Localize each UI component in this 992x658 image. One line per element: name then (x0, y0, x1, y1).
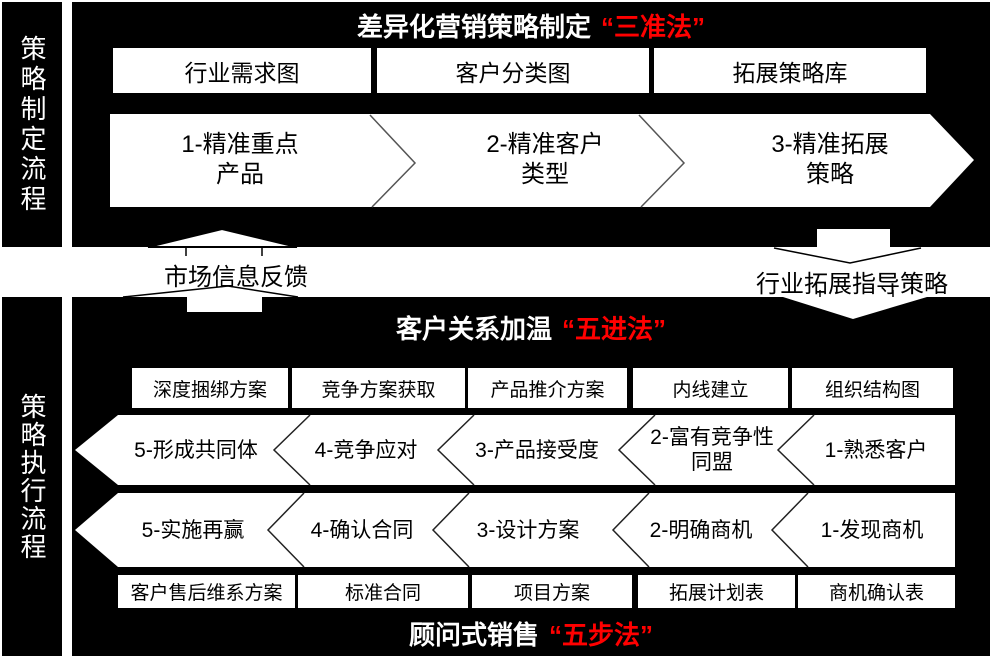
box-customer-classification-map-label: 客户分类图 (455, 59, 571, 86)
box-expansion-plan-table: 拓展计划表 (638, 575, 795, 608)
warm-step-competition-response: 4-竞争应对 (314, 439, 418, 462)
step-precise-key-products: 1-精准重点 产品 (181, 131, 299, 188)
box-customer-classification-map: 客户分类图 (377, 48, 649, 93)
box-opportunity-confirm-table: 商机确认表 (798, 575, 955, 608)
warm-separator-4 (776, 414, 815, 486)
box-standard-contract-label: 标准合同 (344, 583, 421, 604)
warm-step-competitive-alliance: 2-富有竞争性 同盟 (650, 426, 774, 474)
step-precise-customer-types: 2-精准客户 类型 (486, 131, 604, 188)
sale-step-confirm-contract: 4-确认合同 (310, 519, 414, 542)
bottom-title-highlight: “五进法” (562, 314, 667, 344)
top-title-main: 差异化营销策略制定 (356, 12, 591, 42)
sale-step-clarify-opportunity: 2-明确商机 (649, 519, 753, 542)
industry-guidance-label: 行业拓展指导策略 (756, 271, 948, 298)
rail-strategy-making: 策略制定流程 (2, 2, 62, 247)
box-industry-demand-map: 行业需求图 (113, 48, 371, 93)
warm-separator-1 (272, 414, 311, 486)
warm-row-arrow-body (75, 415, 955, 485)
top-panel-title: 差异化营销策略制定 “三准法” (72, 7, 990, 44)
arrow-separator-2 (638, 114, 686, 208)
sale-separator-4 (770, 492, 809, 568)
warm-step-product-acceptance: 3-产品接受度 (475, 439, 599, 462)
rail-strategy-making-label: 策略制定流程 (17, 34, 47, 215)
three-step-arrow-shape (110, 114, 974, 208)
sale-step-implement-rewin: 5-实施再赢 (141, 519, 245, 542)
sale-step-find-opportunity: 1-发现商机 (820, 519, 924, 542)
box-industry-demand-map-label: 行业需求图 (184, 59, 300, 86)
box-competitor-plan-acquisition: 竞争方案获取 (292, 368, 465, 408)
sale-separator-3 (611, 492, 650, 568)
bottom-title-main: 客户关系加温 (395, 314, 552, 344)
box-competitor-plan-acquisition-label: 竞争方案获取 (321, 379, 436, 401)
box-opportunity-confirm-table-label: 商机确认表 (828, 583, 924, 604)
top-panel: 差异化营销策略制定 “三准法” 行业需求图 客户分类图 拓展策略库 1-精准重点 … (72, 2, 990, 247)
sale-separator-2 (431, 492, 470, 568)
arrow-separator-1 (369, 114, 417, 208)
box-project-plan-label: 项目方案 (513, 583, 590, 604)
box-insider-building-label: 内线建立 (672, 379, 749, 401)
box-org-structure-map: 组织结构图 (792, 368, 953, 408)
rail-strategy-execution: 策略执行流程 (2, 297, 62, 656)
box-project-plan: 项目方案 (472, 575, 632, 608)
box-standard-contract: 标准合同 (298, 575, 468, 608)
box-product-promotion-plan-label: 产品推介方案 (490, 379, 605, 401)
right-arrow-body (110, 114, 974, 207)
market-feedback-label: 市场信息反馈 (164, 264, 308, 291)
box-product-promotion-plan: 产品推介方案 (468, 368, 627, 408)
warm-separator-2 (436, 414, 475, 486)
step-precise-expansion-strategy: 3-精准拓展 策略 (771, 131, 889, 188)
box-deep-binding-plan: 深度捆绑方案 (132, 368, 288, 408)
process-arrow-shapes (75, 414, 955, 568)
warm-separator-3 (617, 414, 656, 486)
warm-step-form-community: 5-形成共同体 (134, 439, 258, 462)
sale-row-arrow-body (75, 493, 955, 567)
box-aftersale-retention-plan: 客户售后维系方案 (118, 575, 295, 608)
warm-step-know-customer: 1-熟悉客户 (824, 439, 928, 462)
bottom-panel: 客户关系加温 “五进法” 深度捆绑方案 竞争方案获取 产品推介方案 内线建立 组织… (72, 297, 990, 656)
sale-step-design-plan: 3-设计方案 (476, 519, 580, 542)
down-arrow-upper-chevron (773, 247, 922, 264)
box-expansion-strategy-library: 拓展策略库 (654, 48, 926, 93)
top-title-highlight: “三准法” (601, 12, 706, 42)
sale-separator-1 (266, 492, 305, 568)
box-expansion-plan-table-label: 拓展计划表 (668, 583, 764, 604)
box-insider-building: 内线建立 (633, 368, 788, 408)
box-org-structure-map-label: 组织结构图 (824, 379, 920, 401)
box-expansion-strategy-library-label: 拓展策略库 (732, 59, 848, 86)
rail-strategy-execution-label: 策略执行流程 (17, 392, 47, 561)
box-deep-binding-plan-label: 深度捆绑方案 (152, 379, 267, 401)
footer-title-main: 顾问式销售 (408, 620, 539, 650)
footer-title-highlight: “五步法” (549, 620, 654, 650)
box-aftersale-retention-plan-label: 客户售后维系方案 (130, 583, 283, 604)
bottom-panel-footer-title: 顾问式销售 “五步法” (72, 615, 990, 652)
bottom-panel-title: 客户关系加温 “五进法” (72, 309, 990, 346)
